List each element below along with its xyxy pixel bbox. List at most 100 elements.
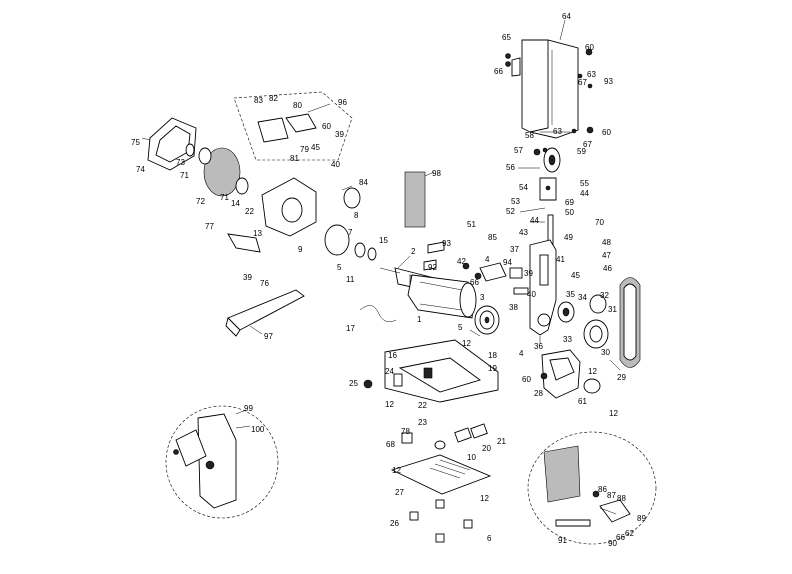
callout-98: 98 xyxy=(432,169,441,178)
callout-18: 18 xyxy=(488,351,497,360)
gearbox-housing xyxy=(540,349,601,399)
center-brackets xyxy=(423,241,529,295)
callout-88: 88 xyxy=(617,494,626,503)
callout-64: 64 xyxy=(562,12,571,21)
callout-81: 81 xyxy=(290,154,299,163)
callout-46: 46 xyxy=(603,264,612,273)
miter-gauge xyxy=(225,289,305,337)
callout-61: 61 xyxy=(578,397,587,406)
callout-80: 80 xyxy=(293,101,302,110)
callout-53: 53 xyxy=(511,197,520,206)
disc-housing xyxy=(261,177,377,261)
callout-87: 87 xyxy=(607,491,616,500)
sanding-disc xyxy=(185,143,249,197)
callout-12: 12 xyxy=(588,367,597,376)
callout-39: 39 xyxy=(524,269,533,278)
callout-66c: 66 xyxy=(616,533,625,542)
miter-bracket xyxy=(227,233,261,253)
callout-6: 6 xyxy=(487,534,492,543)
callout-25: 25 xyxy=(349,379,358,388)
callout-12e: 12 xyxy=(392,466,401,475)
detail-view-left xyxy=(165,405,279,519)
belt-guard xyxy=(511,39,579,139)
callout-13: 13 xyxy=(253,229,262,238)
callout-74: 74 xyxy=(136,165,145,174)
callout-73: 73 xyxy=(176,158,185,167)
callout-63b: 63 xyxy=(553,127,562,136)
callout-48: 48 xyxy=(602,238,611,247)
callout-5b: 5 xyxy=(337,263,342,272)
callout-91: 91 xyxy=(558,536,567,545)
center-small-parts xyxy=(363,373,488,450)
detail-view-right xyxy=(527,431,657,545)
callout-51: 51 xyxy=(467,220,476,229)
callout-1: 1 xyxy=(417,315,422,324)
callout-24: 24 xyxy=(385,367,394,376)
callout-50: 50 xyxy=(565,208,574,217)
callout-60c: 60 xyxy=(522,375,531,384)
callout-85: 85 xyxy=(488,233,497,242)
callout-45b: 45 xyxy=(311,143,320,152)
callout-44: 44 xyxy=(580,189,589,198)
callout-65: 65 xyxy=(502,33,511,42)
callout-12b: 12 xyxy=(609,409,618,418)
callout-7: 7 xyxy=(348,228,353,237)
callout-35: 35 xyxy=(566,290,575,299)
callout-59: 59 xyxy=(577,147,586,156)
callout-11: 11 xyxy=(346,275,355,284)
callout-30: 30 xyxy=(601,348,610,357)
drive-wheel xyxy=(557,294,609,349)
callout-16: 16 xyxy=(388,351,397,360)
callout-47: 47 xyxy=(602,251,611,260)
callout-12f: 12 xyxy=(480,494,489,503)
callout-97: 97 xyxy=(264,332,273,341)
motor-pulley xyxy=(474,305,500,335)
leader-lines xyxy=(141,19,621,515)
callout-55: 55 xyxy=(580,179,589,188)
callout-52: 52 xyxy=(506,207,515,216)
callout-39b: 39 xyxy=(243,273,252,282)
callout-23: 23 xyxy=(418,418,427,427)
callout-40b: 40 xyxy=(527,290,536,299)
callout-60b: 60 xyxy=(602,128,611,137)
callout-67b: 67 xyxy=(583,140,592,149)
callout-68: 68 xyxy=(386,440,395,449)
callout-22: 22 xyxy=(418,401,427,410)
callout-93b: 93 xyxy=(442,239,451,248)
tool-rest-kit-box xyxy=(233,91,353,161)
callout-99: 99 xyxy=(244,404,253,413)
rubber-feet xyxy=(409,499,473,543)
callout-56: 56 xyxy=(506,163,515,172)
callout-41: 41 xyxy=(556,255,565,264)
abrasive-platen xyxy=(404,171,426,228)
callout-19: 19 xyxy=(488,364,497,373)
callout-94: 94 xyxy=(503,258,512,267)
callout-31: 31 xyxy=(608,305,617,314)
callout-40: 40 xyxy=(331,160,340,169)
callout-57: 57 xyxy=(514,146,523,155)
callout-75: 75 xyxy=(131,138,140,147)
callout-labels: 64 65 66 60 63 67 93 60 63 67 58 57 59 5… xyxy=(131,12,646,548)
callout-66: 66 xyxy=(494,67,503,76)
callout-22b: 22 xyxy=(245,207,254,216)
callout-37: 37 xyxy=(510,245,519,254)
callout-38: 38 xyxy=(509,303,518,312)
callout-4: 4 xyxy=(485,255,490,264)
guard-fasteners xyxy=(505,48,594,134)
callout-66b: 66 xyxy=(470,278,479,287)
callout-69: 69 xyxy=(565,198,574,207)
callout-3: 3 xyxy=(480,293,485,302)
callout-49: 49 xyxy=(564,233,573,242)
callout-63: 63 xyxy=(587,70,596,79)
callout-27: 27 xyxy=(395,488,404,497)
callout-39c: 39 xyxy=(335,130,344,139)
callout-77: 77 xyxy=(205,222,214,231)
callout-12c: 12 xyxy=(462,339,471,348)
callout-8: 8 xyxy=(354,211,359,220)
callout-36: 36 xyxy=(534,342,543,351)
callout-62: 62 xyxy=(625,529,634,538)
callout-100: 100 xyxy=(251,425,265,434)
callout-60: 60 xyxy=(585,43,594,52)
callout-42: 42 xyxy=(457,257,466,266)
callout-14: 14 xyxy=(231,199,240,208)
